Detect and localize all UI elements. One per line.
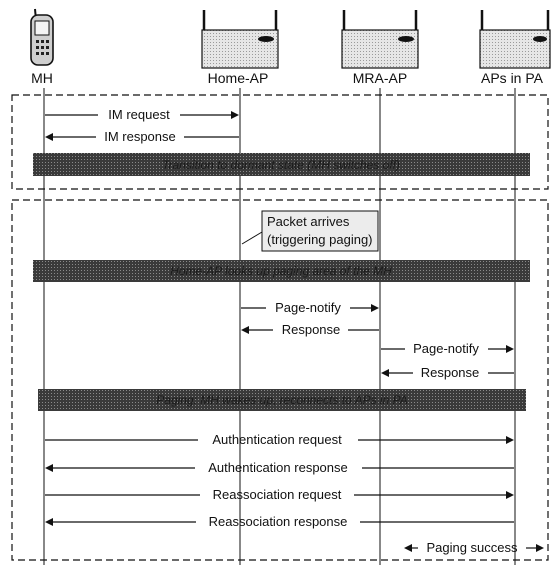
message-reassoc-request: Reassociation request (213, 487, 342, 502)
phase-bar-1 (33, 153, 530, 176)
entity-label-mh: MH (31, 70, 53, 86)
arrowhead-paging-success-right (536, 544, 544, 552)
arrowhead-auth-request (506, 436, 514, 444)
callout-line-1: Packet arrives (267, 214, 350, 229)
phase-bar-2-text: Home-AP looks up paging area of the MH (170, 264, 392, 278)
entity-label-mra-ap: MRA-AP (353, 70, 407, 86)
message-response-1: Response (282, 322, 341, 337)
arrowhead-reassoc-response (45, 518, 53, 526)
callout-line-2: (triggering paging) (267, 232, 373, 247)
phase-bar-3 (38, 389, 526, 411)
arrowhead-page-notify-1 (371, 304, 379, 312)
callout-pointer (241, 231, 263, 245)
message-paging-success: Paging success (426, 540, 518, 555)
entity-label-home-ap: Home-AP (208, 70, 269, 86)
message-response-2: Response (421, 365, 480, 380)
arrowhead-paging-success-left (404, 544, 412, 552)
arrowhead-auth-response (45, 464, 53, 472)
phase-bar-3-text: Paging: MH wakes up, reconnects to APs i… (156, 393, 407, 407)
phase-bar-1-text: Transition to dormant state (MH switches… (162, 158, 400, 172)
message-reassoc-response: Reassociation response (209, 514, 348, 529)
entity-label-aps-in-pa: APs in PA (481, 70, 544, 86)
paging-phase-box (11, 199, 549, 561)
message-page-notify-2: Page-notify (413, 341, 479, 356)
packet-arrives-callout (261, 210, 379, 252)
mobile-phone-icon (30, 8, 54, 66)
message-auth-response: Authentication response (208, 460, 347, 475)
message-page-notify-1: Page-notify (275, 300, 341, 315)
message-auth-request: Authentication request (212, 432, 342, 447)
message-im-request: IM request (108, 107, 170, 122)
registration-phase-box (11, 94, 549, 190)
message-im-response: IM response (104, 129, 176, 144)
arrowhead-response-2 (381, 369, 389, 377)
arrowhead-reassoc-request (506, 491, 514, 499)
access-point-icon-pa (479, 10, 551, 69)
arrowhead-page-notify-2 (506, 345, 514, 353)
access-point-icon-mra (341, 10, 419, 69)
access-point-icon-home (201, 10, 279, 69)
arrowhead-im-response (45, 133, 53, 141)
phase-bar-2 (33, 260, 530, 282)
arrowhead-response-1 (241, 326, 249, 334)
arrowhead-im-request (231, 111, 239, 119)
